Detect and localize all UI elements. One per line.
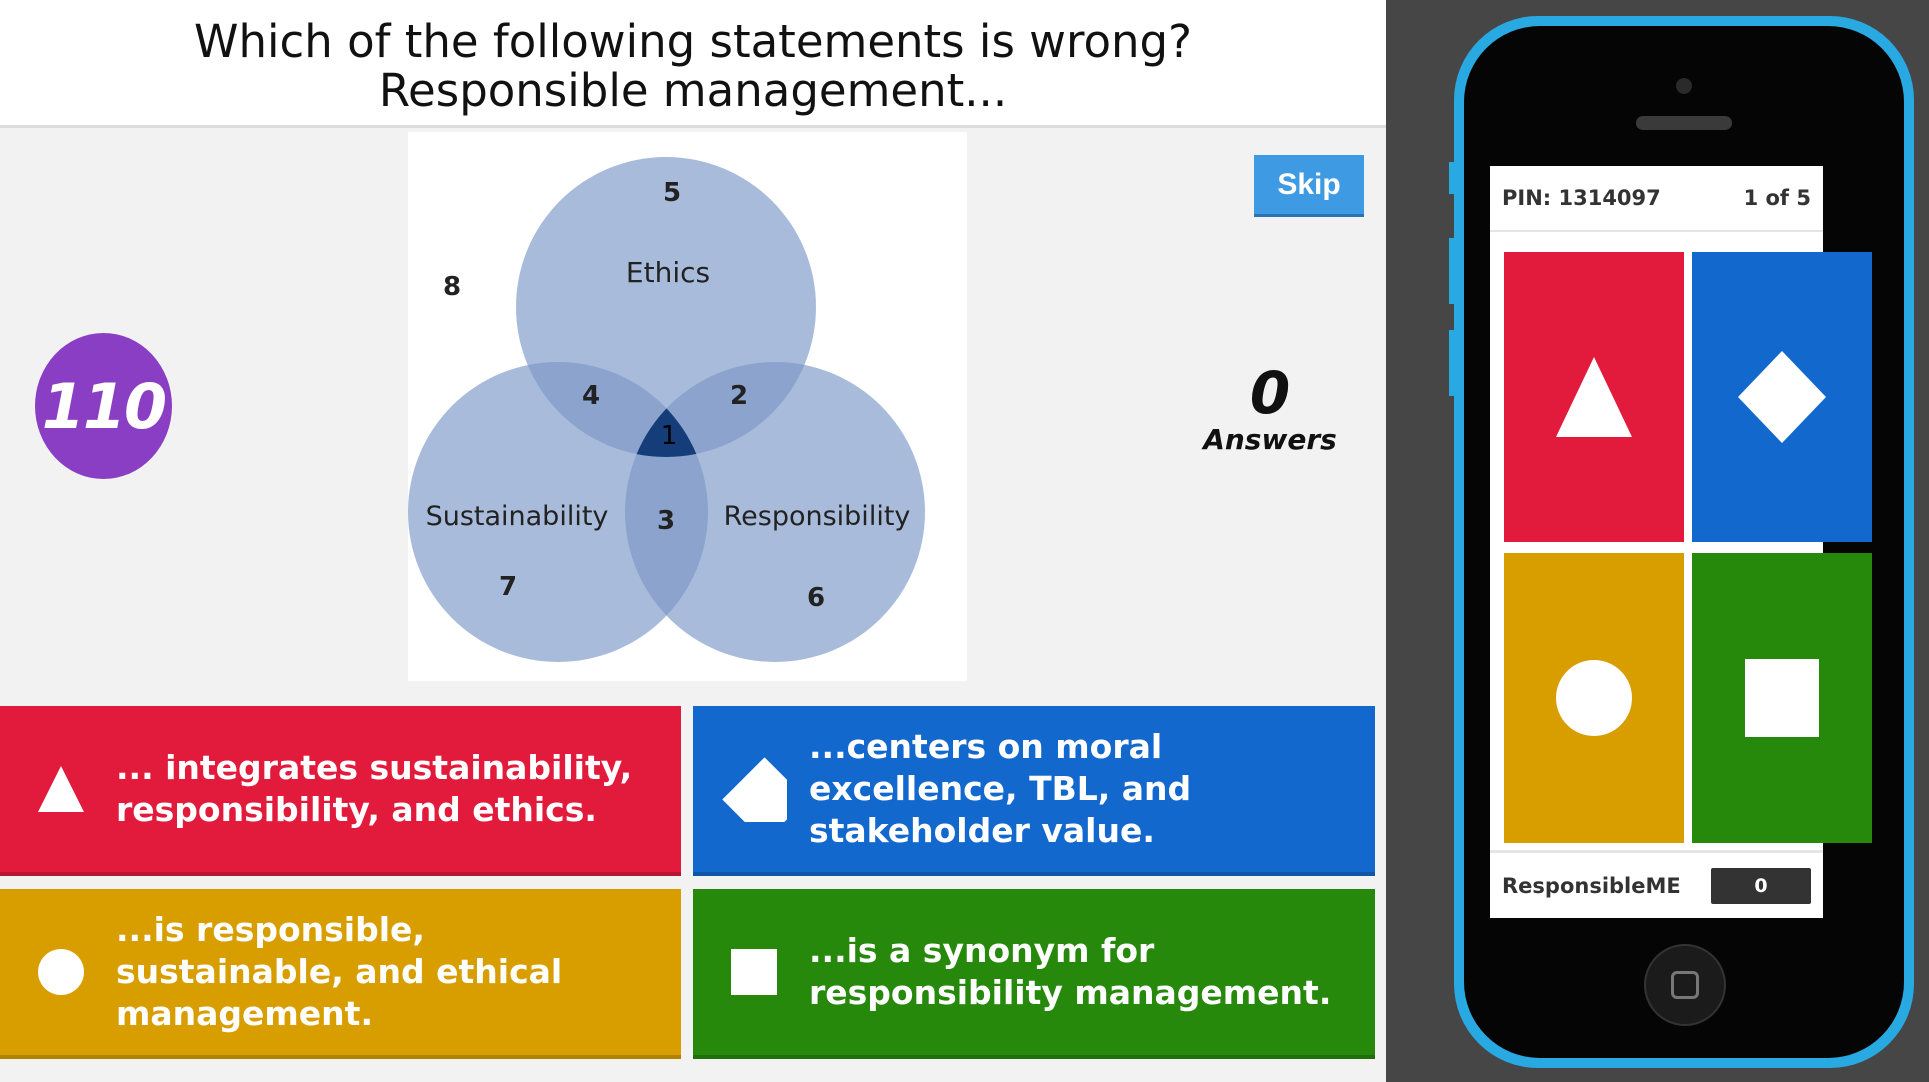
camera-icon	[1676, 78, 1692, 94]
ethics-label: Ethics	[626, 256, 710, 289]
answer-option-square[interactable]: ...is a synonym for responsibility manag…	[693, 889, 1375, 1059]
sustainability-circle	[408, 362, 708, 662]
phone-answer-circle[interactable]	[1504, 553, 1684, 843]
circle-icon	[38, 949, 84, 995]
countdown-timer: 110	[35, 333, 172, 479]
quiz-area: Which of the following statements is wro…	[0, 0, 1386, 1059]
speaker-grille	[1636, 116, 1732, 130]
phone-volume-up	[1449, 238, 1454, 304]
answer-option-triangle[interactable]: ... integrates sustainability, responsib…	[0, 706, 681, 876]
responsibility-label: Responsibility	[724, 501, 911, 532]
square-icon	[731, 949, 777, 995]
circle-icon	[1556, 660, 1632, 736]
answer-option-diamond[interactable]: ...centers on moral excellence, TBL, and…	[693, 706, 1375, 876]
sustainability-label: Sustainability	[426, 501, 609, 532]
region-6: 6	[807, 583, 825, 613]
question-progress: 1 of 5	[1743, 186, 1811, 210]
phone-screen: PIN: 1314097 1 of 5 ResponsibleME 0	[1490, 166, 1872, 918]
square-icon	[1745, 659, 1819, 737]
triangle-icon	[38, 766, 84, 812]
game-pin: PIN: 1314097	[1502, 186, 1661, 210]
triangle-icon	[1556, 357, 1632, 437]
region-4: 4	[582, 381, 600, 411]
answers-counter: 0 Answers	[1190, 362, 1350, 456]
player-nickname: ResponsibleME	[1502, 873, 1681, 898]
venn-diagram: Ethics Sustainability Responsibility 5 8…	[408, 157, 925, 662]
responsibility-circle	[625, 362, 925, 662]
skip-button[interactable]: Skip	[1254, 155, 1364, 217]
answer-text-2: ...centers on moral excellence, TBL, and…	[809, 727, 1192, 850]
phone-answer-diamond[interactable]	[1692, 252, 1872, 542]
answers-count-label: Answers	[1203, 423, 1337, 456]
home-button[interactable]	[1644, 944, 1726, 1026]
region-7: 7	[499, 572, 517, 602]
phone-top-bar: PIN: 1314097 1 of 5	[1490, 166, 1823, 232]
region-5: 5	[663, 178, 681, 208]
answer-text-4: ...is a synonym for responsibility manag…	[809, 931, 1332, 1012]
venn-diagram-image: Ethics Sustainability Responsibility 5 8…	[408, 132, 967, 681]
region-2: 2	[730, 381, 748, 411]
question-line-2: Responsible management...	[378, 64, 1008, 117]
answer-option-circle[interactable]: ...is responsible, sustainable, and ethi…	[0, 889, 681, 1059]
question-header: Which of the following statements is wro…	[0, 0, 1386, 128]
diamond-icon	[722, 757, 787, 822]
region-1: 1	[661, 421, 678, 451]
answer-text-1: ... integrates sustainability, responsib…	[116, 748, 633, 829]
diamond-icon	[1738, 351, 1826, 443]
player-score: 0	[1711, 867, 1811, 904]
phone-bottom-bar: ResponsibleME 0	[1490, 850, 1823, 918]
phone-volume-down	[1449, 330, 1454, 396]
phone-answer-triangle[interactable]	[1504, 252, 1684, 542]
home-square-icon	[1671, 971, 1699, 999]
region-3: 3	[657, 506, 675, 536]
phone-mute-switch	[1449, 162, 1454, 194]
region-8: 8	[443, 272, 461, 302]
answers-count-value: 0	[1249, 359, 1291, 427]
question-line-1: Which of the following statements is wro…	[193, 15, 1193, 68]
phone-answer-square[interactable]	[1692, 553, 1872, 843]
answer-text-3: ...is responsible, sustainable, and ethi…	[116, 910, 563, 1033]
